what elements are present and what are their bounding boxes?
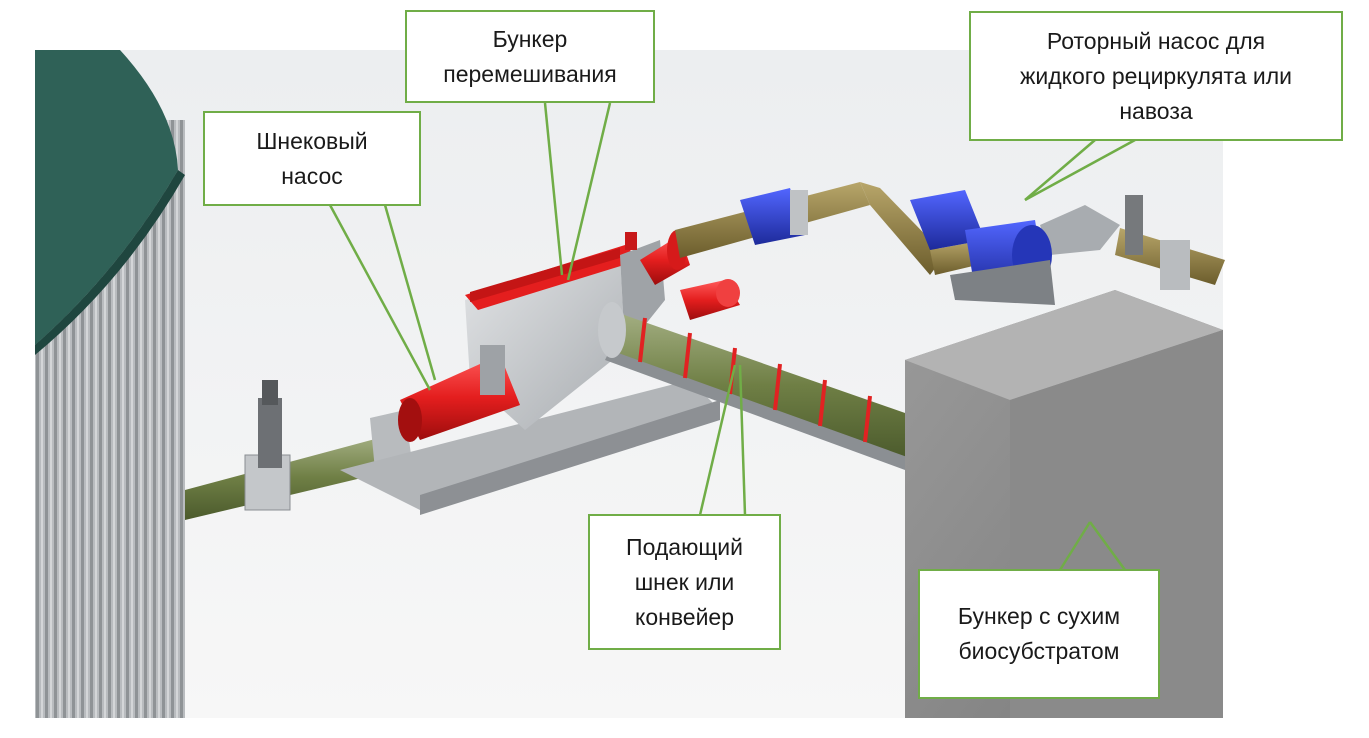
outlet-pipe — [185, 380, 412, 520]
screw-pump — [398, 345, 520, 442]
blue-valve — [740, 188, 808, 245]
digester-tank — [35, 50, 185, 718]
callout-screw-pump: Шнековый насос — [203, 111, 421, 206]
callout-mixing-hopper-text: Бункер перемешивания — [443, 25, 617, 87]
callout-rotary-pump-text: Роторный насос для жидкого рециркулята и… — [1020, 27, 1292, 124]
callout-dry-hopper: Бункер с сухим биосубстратом — [918, 569, 1160, 699]
pump-base-frame — [340, 380, 720, 515]
callout-feed-screw: Подающий шнек или конвейер — [588, 514, 781, 650]
callout-mixing-hopper: Бункер перемешивания — [405, 10, 655, 103]
callout-screw-pump-text: Шнековый насос — [256, 127, 368, 189]
callout-rotary-pump: Роторный насос для жидкого рециркулята и… — [969, 11, 1343, 141]
feed-screw-conveyor — [598, 302, 925, 470]
callout-dry-hopper-text: Бункер с сухим биосубстратом — [957, 603, 1121, 664]
callout-pointers — [328, 102, 1136, 571]
mixer-motor — [680, 279, 740, 320]
rotary-pump — [910, 190, 1055, 305]
callout-feed-screw-text: Подающий шнек или конвейер — [626, 533, 743, 630]
